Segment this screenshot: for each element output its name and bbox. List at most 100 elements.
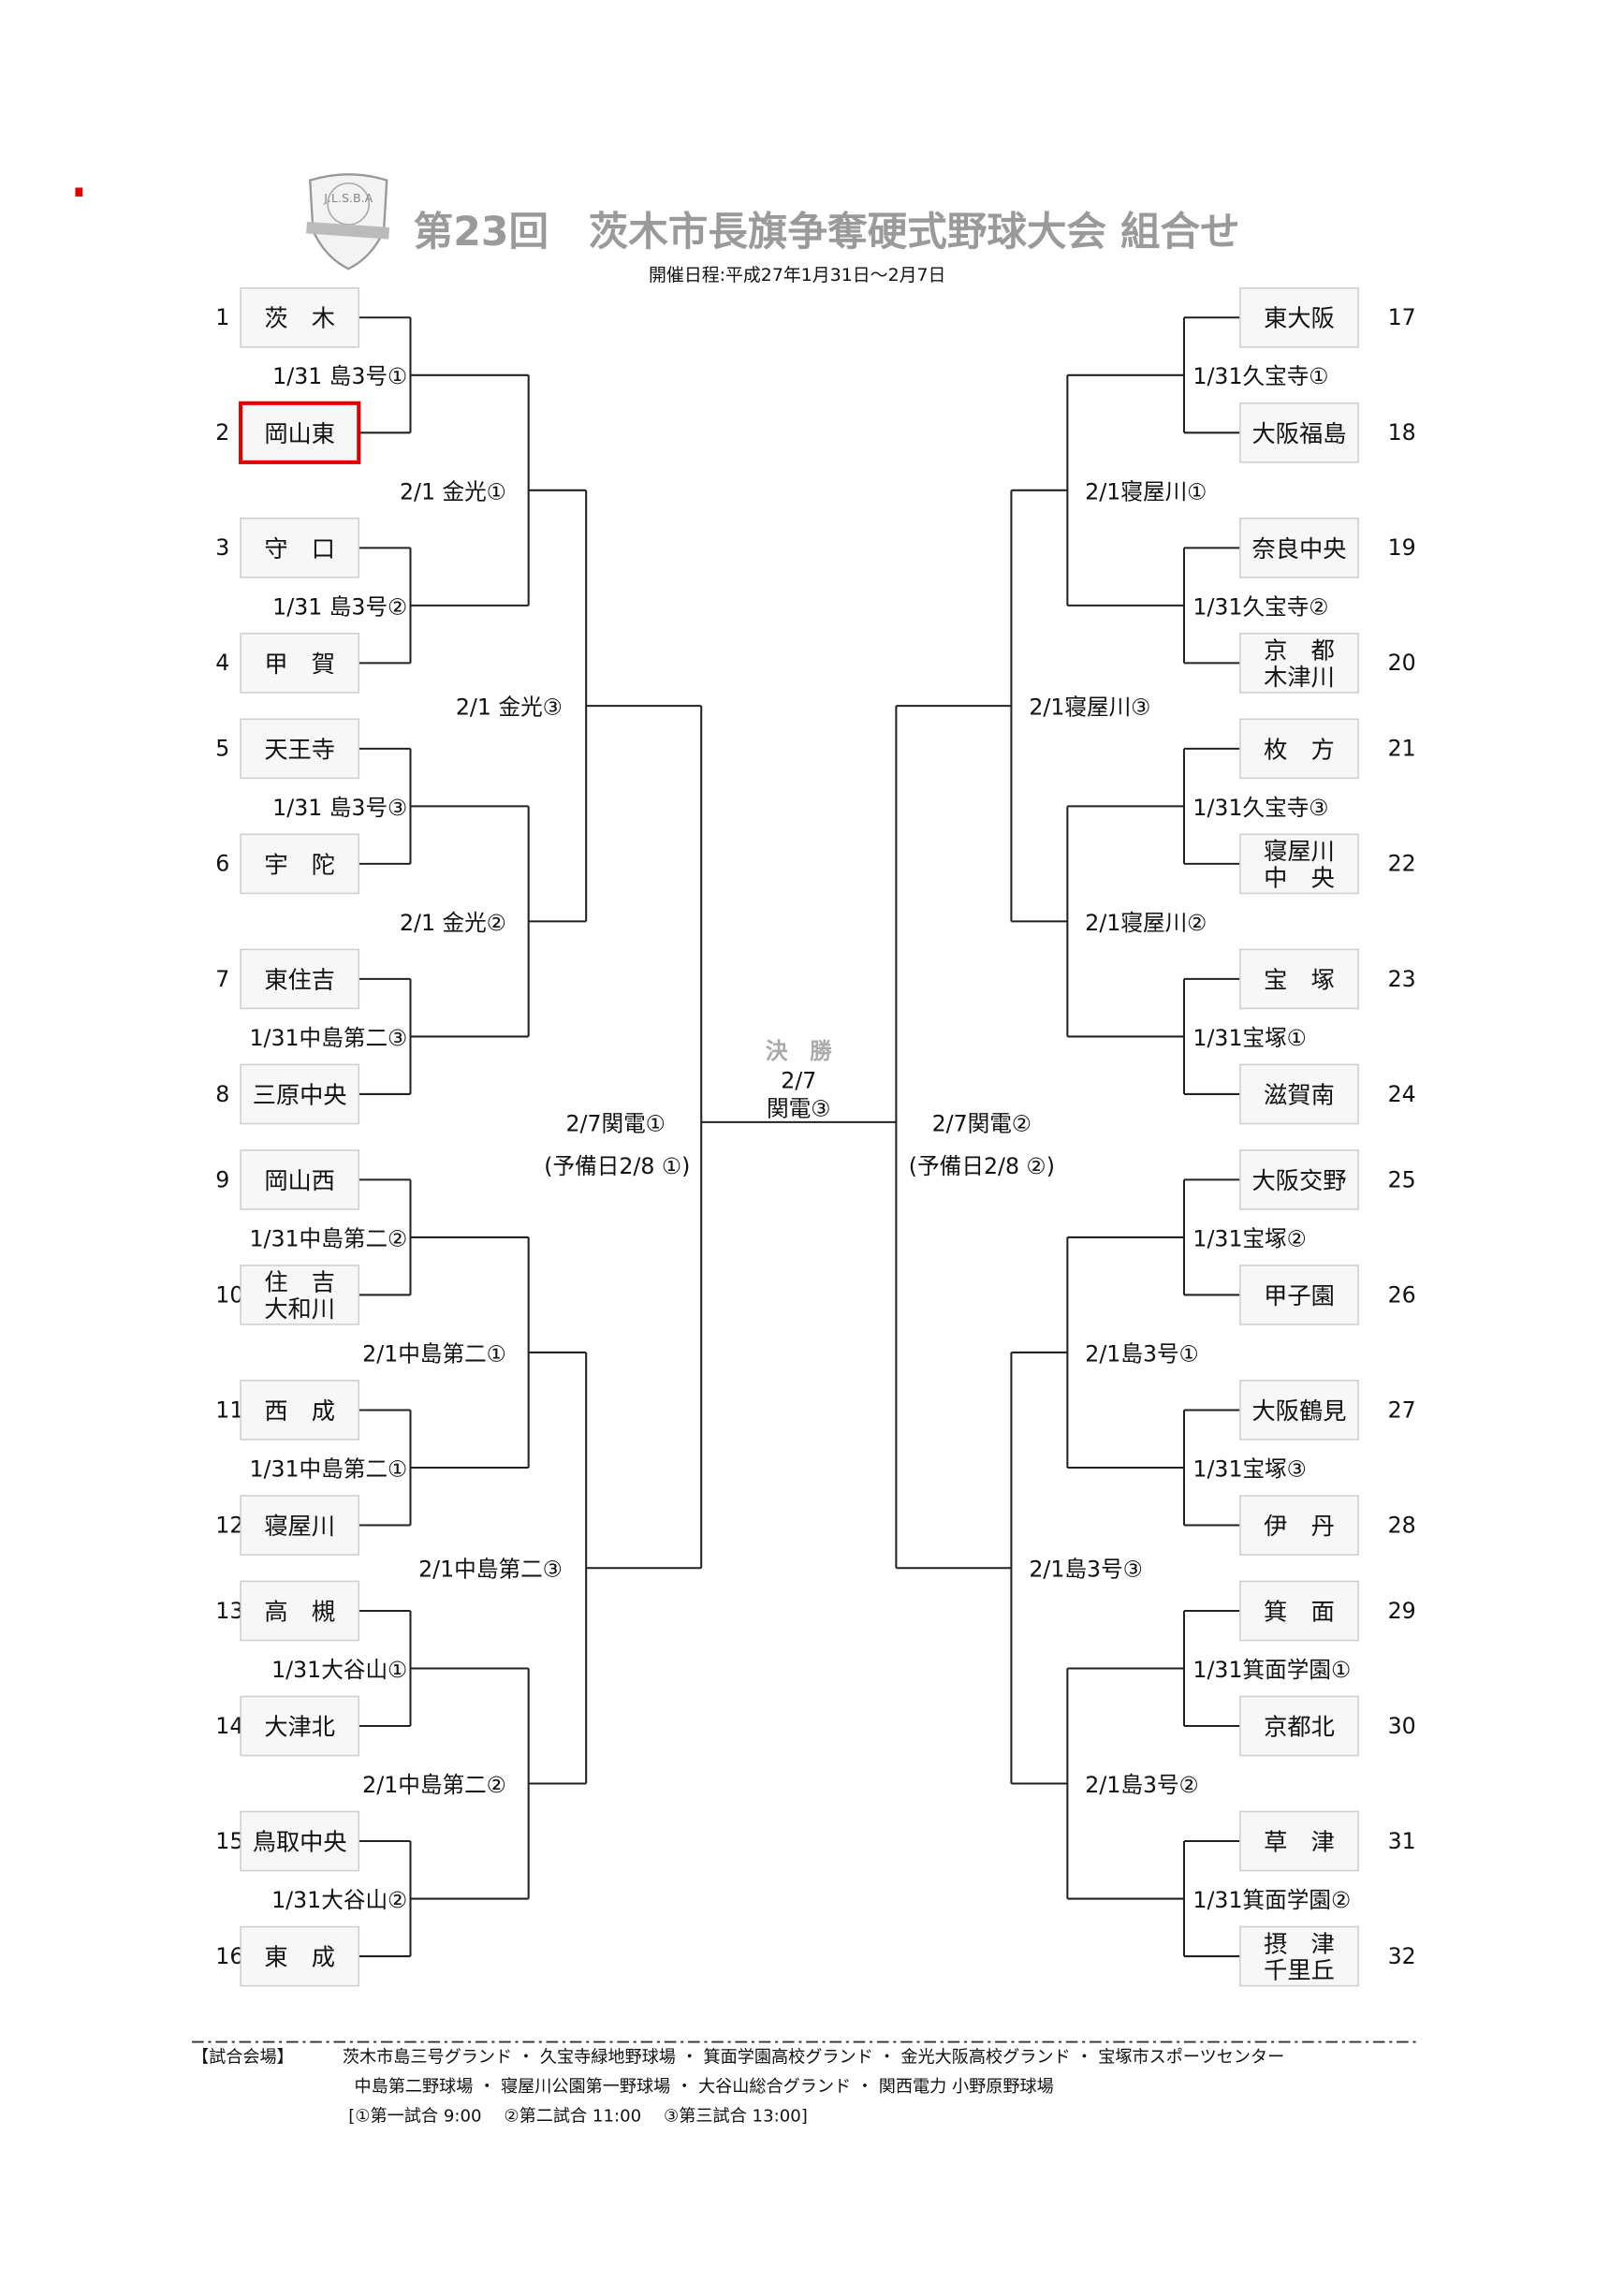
seed-number: 22: [1388, 851, 1416, 877]
team-name: 鳥取中央: [253, 1828, 347, 1855]
team-name: 守 口: [264, 535, 335, 563]
footer-venues-line1: 茨木市島三号グランド ・ 久宝寺緑地野球場 ・ 箕面学園高校グランド ・ 金光大…: [343, 2048, 1284, 2068]
round1-match-label: 1/31中島第二①: [249, 1455, 407, 1482]
seed-number: 1: [215, 304, 229, 330]
association-logo: [306, 173, 390, 271]
highlight-box: [239, 401, 361, 464]
team-name: 宝 塚: [1264, 966, 1335, 993]
seed-number: 2: [215, 419, 229, 446]
seed-number: 17: [1388, 304, 1416, 330]
round1-match-label: 1/31宝塚③: [1192, 1455, 1307, 1482]
team-name: 宇 陀: [264, 851, 335, 878]
team-box: [1239, 1149, 1359, 1210]
logo-text: J.L.S.B.A: [323, 191, 373, 205]
seed-number: 18: [1388, 419, 1416, 446]
team-box: [1239, 286, 1359, 348]
round3-match-label: 2/1 金光③: [456, 695, 563, 721]
seed-number: 16: [215, 1943, 243, 1969]
team-name-line: 大和川: [264, 1295, 335, 1323]
team-name-line: 千里丘: [1264, 1957, 1335, 1984]
seed-number: 8: [215, 1081, 229, 1107]
round2-match-label: 2/1島3号①: [1085, 1340, 1199, 1367]
footer-venues-label: 【試合会場】: [192, 2048, 294, 2068]
team-box: [1239, 1495, 1359, 1556]
round2-match-label: 2/1中島第二②: [362, 1772, 506, 1798]
team-entry[interactable]: 9 岡山西: [215, 1149, 360, 1210]
team-box: [240, 633, 360, 694]
round1-match-label: 1/31箕面学園②: [1192, 1887, 1351, 1913]
left-semifinal-label: 2/7関電①: [565, 1110, 666, 1136]
seed-number: 11: [215, 1397, 243, 1423]
team-box: [240, 1380, 360, 1440]
team-name: 岡山東: [264, 420, 335, 447]
team-box: [240, 1695, 360, 1757]
seed-number: 24: [1388, 1081, 1416, 1107]
team-box: [1239, 948, 1359, 1010]
seed-number: 19: [1388, 534, 1416, 561]
seed-number: 7: [215, 966, 229, 992]
team-entry[interactable]: 30 京都北: [1239, 1695, 1416, 1757]
page-title: 第23回 茨木市長旗争奪硬式野球大会 組合せ: [414, 209, 1240, 256]
round1-match-label: 1/31久宝寺②: [1192, 593, 1328, 620]
team-entry[interactable]: 21枚 方: [1239, 718, 1416, 780]
round1-match-label: 1/31久宝寺③: [1192, 795, 1328, 821]
team-name: 京都北: [1264, 1713, 1335, 1740]
seed-number: 23: [1388, 966, 1416, 992]
round1-match-label: 1/31宝塚②: [1192, 1225, 1307, 1251]
team-box: [240, 286, 360, 348]
seed-number: 30: [1388, 1713, 1416, 1739]
team-name: 大阪鶴見: [1252, 1397, 1347, 1425]
round1-match-label: 1/31久宝寺①: [1192, 363, 1328, 389]
footer-game-times: [①第一試合 9:00 ②第二試合 11:00 ③第三試合 13:00]: [348, 2107, 808, 2127]
team-entry[interactable]: 31草 津: [1239, 1810, 1416, 1872]
team-name: 箕 面: [1264, 1598, 1335, 1625]
round2-match-label: 2/1島3号②: [1085, 1772, 1199, 1798]
team-name: 寝屋川: [264, 1513, 335, 1540]
team-entry[interactable]: 24 滋賀南: [1239, 1063, 1416, 1125]
team-box: [240, 718, 360, 780]
team-name: 岡山西: [264, 1167, 335, 1194]
seed-number: 9: [215, 1166, 229, 1192]
team-box: [240, 833, 360, 895]
team-entry[interactable]: 28伊 丹: [1239, 1495, 1416, 1556]
round1-match-label: 1/31宝塚①: [1192, 1025, 1307, 1051]
team-box: [240, 1925, 360, 1987]
team-entry[interactable]: 29箕 面: [1239, 1580, 1416, 1642]
team-name-line: 寝屋川: [1264, 838, 1335, 865]
round1-match-label: 1/31 島3号③: [272, 795, 407, 821]
team-box: [1239, 633, 1359, 694]
team-name: 滋賀南: [1264, 1081, 1335, 1108]
seed-number: 26: [1388, 1281, 1416, 1308]
team-name: 枚 方: [1264, 736, 1335, 763]
round3-match-label: 2/1島3号③: [1029, 1557, 1143, 1583]
team-entry[interactable]: 23 宝 塚: [1239, 948, 1416, 1010]
team-name-line: 木津川: [1264, 664, 1335, 691]
round1-match-label: 1/31中島第二②: [249, 1225, 407, 1251]
team-box: [240, 518, 360, 578]
team-entry[interactable]: 2 岡山東: [215, 401, 361, 464]
